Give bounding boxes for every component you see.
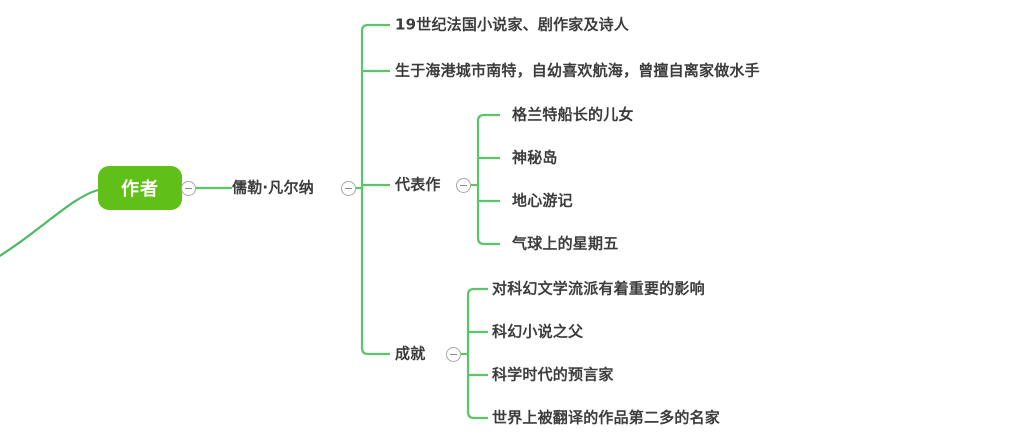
edge-level2-spine: [360, 23, 390, 356]
achievements-collapse-toggle[interactable]: [445, 346, 461, 362]
node-level2-bio-2[interactable]: 生于海港城市南特，自幼喜欢航海，曾擅自离家做水手: [395, 61, 760, 80]
node-level3-work-4[interactable]: 气球上的星期五: [512, 234, 619, 253]
edge-incoming-curve: [0, 188, 99, 258]
node-level2-achievements[interactable]: 成就: [395, 344, 426, 363]
node-level3-achievement-1[interactable]: 对科幻文学流派有着重要的影响: [492, 279, 705, 298]
node-level3-work-1[interactable]: 格兰特船长的儿女: [512, 105, 634, 124]
level1-collapse-toggle[interactable]: [340, 180, 356, 196]
node-level3-achievement-4[interactable]: 世界上被翻译的作品第二多的名家: [492, 408, 721, 427]
edge-daibiaozuo-spine: [476, 113, 500, 246]
node-level3-work-2[interactable]: 神秘岛: [512, 148, 558, 167]
node-level3-achievement-2[interactable]: 科幻小说之父: [492, 322, 584, 341]
node-level2-representative-works[interactable]: 代表作: [395, 175, 441, 194]
root-node-label: 作者: [121, 179, 159, 200]
edge-chengjiu-spine: [466, 287, 488, 420]
representative-works-collapse-toggle[interactable]: [455, 177, 471, 193]
node-level3-work-3[interactable]: 地心游记: [512, 191, 573, 210]
root-collapse-toggle[interactable]: [180, 180, 196, 196]
node-level1-jules-verne[interactable]: 儒勒·凡尔纳: [232, 178, 314, 197]
node-level2-bio-1[interactable]: 19世纪法国小说家、剧作家及诗人: [395, 15, 630, 34]
node-level3-achievement-3[interactable]: 科学时代的预言家: [492, 365, 614, 384]
root-node[interactable]: 作者: [98, 166, 182, 210]
